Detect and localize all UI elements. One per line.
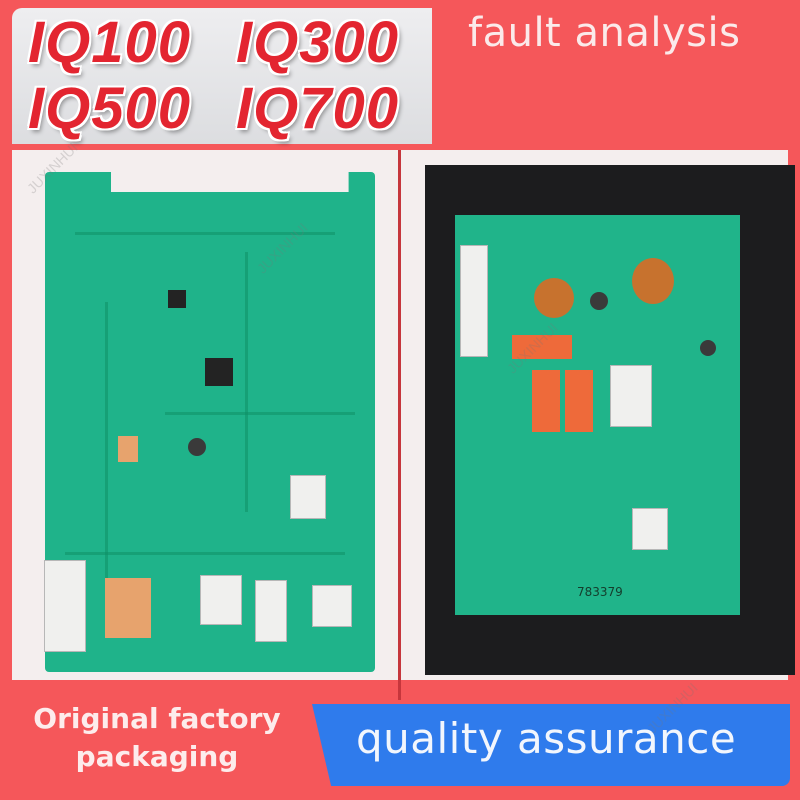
model-iq500: IQ500 [28, 76, 191, 141]
model-iq300: IQ300 [236, 10, 399, 75]
relay [200, 575, 242, 625]
connector-block [460, 245, 488, 357]
relay [632, 508, 668, 550]
model-title-card [12, 8, 432, 144]
capacitor [590, 292, 608, 310]
factory-packaging-tab [0, 682, 318, 800]
connector [118, 436, 138, 462]
relay [312, 585, 352, 627]
inductor-coil [534, 278, 574, 318]
right-pcb-image [455, 215, 740, 615]
relay [565, 370, 593, 432]
relay [290, 475, 326, 519]
model-iq100: IQ100 [28, 10, 191, 75]
ic-chip [168, 290, 186, 308]
relay [532, 370, 560, 432]
transformer [205, 358, 233, 386]
fault-analysis-label: fault analysis [468, 10, 741, 56]
capacitor [188, 438, 206, 456]
capacitor [700, 340, 716, 356]
label-sticker [610, 365, 652, 427]
filter-block [105, 578, 151, 638]
factory-line-2: packaging [75, 740, 239, 773]
model-iq700: IQ700 [236, 76, 399, 141]
factory-line-1: Original factory [33, 702, 281, 735]
connector-block [44, 560, 86, 652]
inductor-coil [632, 258, 674, 304]
fault-analysis-tab [440, 0, 800, 78]
quality-assurance-label: quality assurance [356, 714, 737, 763]
board-marking: 783379 [577, 585, 623, 599]
capacitor-block [255, 580, 287, 642]
factory-packaging-label: Original factory packaging [22, 700, 292, 776]
quality-assurance-banner [312, 704, 790, 786]
relay [512, 335, 572, 359]
photo-divider [398, 150, 401, 700]
